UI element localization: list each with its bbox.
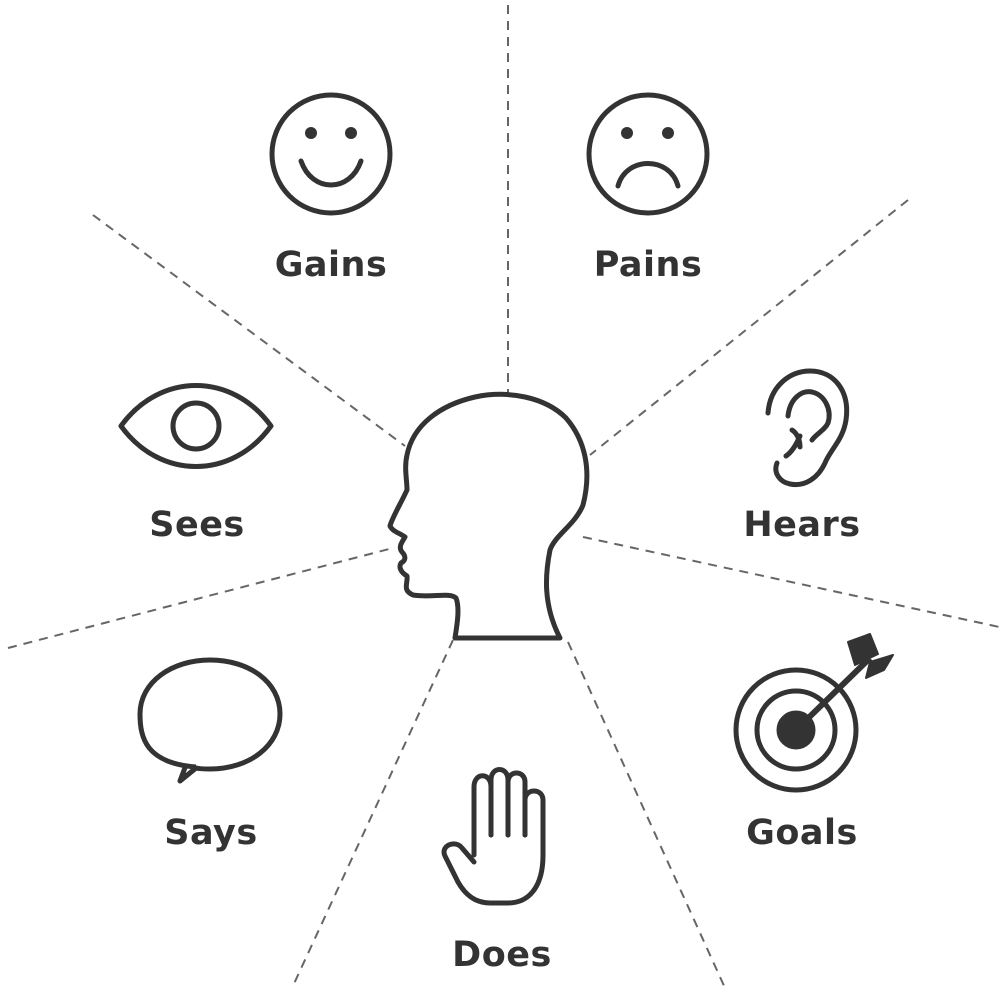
- label-does: Does: [452, 935, 552, 975]
- divider-top-left: [92, 214, 406, 447]
- label-gains: Gains: [274, 245, 388, 285]
- divider-right: [582, 536, 1005, 629]
- divider-bottom-left: [291, 639, 454, 989]
- label-sees: Sees: [149, 505, 245, 545]
- sad-face-icon: [586, 92, 710, 216]
- eye-icon: [118, 383, 274, 469]
- divider-bottom-right: [567, 641, 726, 989]
- divider-top-right: [589, 199, 909, 456]
- target-icon: [733, 633, 894, 793]
- speech-bubble-icon: [137, 657, 283, 784]
- label-hears: Hears: [743, 505, 861, 545]
- label-says: Says: [164, 813, 258, 853]
- label-goals: Goals: [746, 813, 858, 853]
- ear-icon: [765, 368, 850, 488]
- hand-icon: [441, 767, 546, 906]
- divider-left: [7, 547, 394, 649]
- dividers: [7, 5, 1005, 989]
- label-pains: Pains: [593, 245, 703, 285]
- smiley-face-icon: [269, 92, 393, 216]
- head-profile-icon: [387, 391, 590, 641]
